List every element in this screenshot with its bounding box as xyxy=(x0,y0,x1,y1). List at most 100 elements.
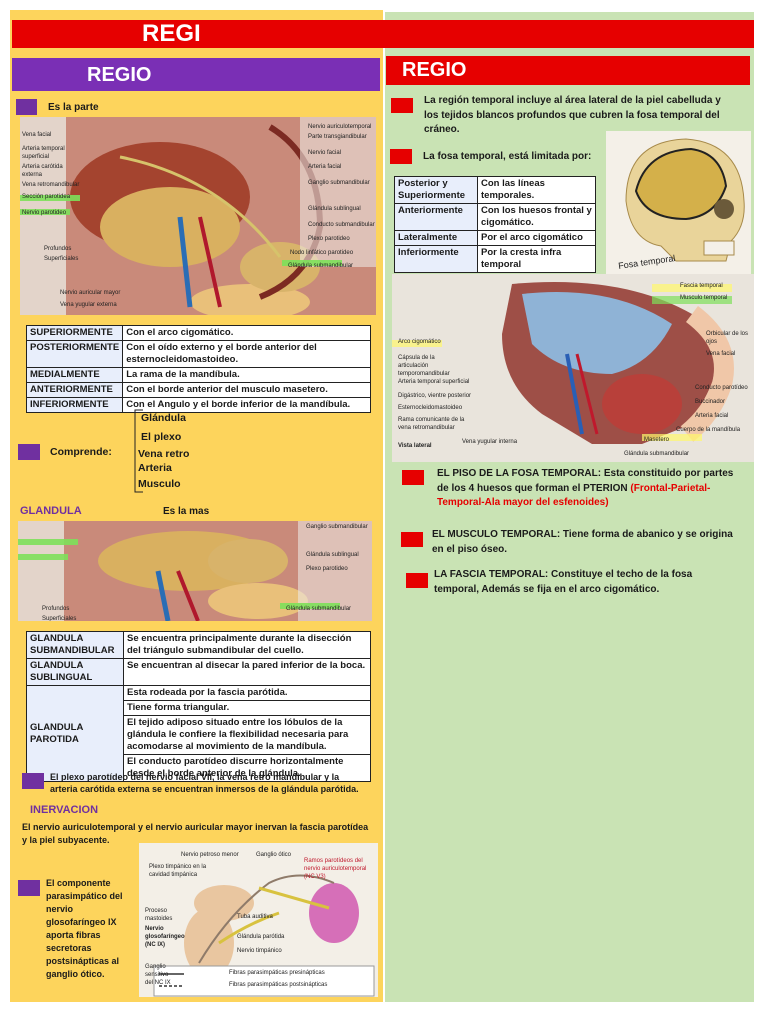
bullet-square xyxy=(406,573,428,588)
fig3-label: Tuba auditiva xyxy=(237,914,273,920)
es-la-parte-text: Es la parte xyxy=(48,102,99,113)
fig1-label: Nervio auricular mayor xyxy=(60,290,121,296)
fig4-label: Arteria temporal superficial xyxy=(398,379,470,385)
table-key: GLANDULA SUBLINGUAL xyxy=(26,658,124,686)
table-row: El tejido adiposo situado entre los lóbu… xyxy=(27,715,371,755)
parotid-region-figure: Vena facial Nervio auriculotemporal Part… xyxy=(20,117,376,315)
fig3-label: Glándula parótida xyxy=(237,934,285,940)
table-value: Con el arco cigomático. xyxy=(122,325,371,341)
bullet-square xyxy=(391,98,413,113)
fig4-label: Vena facial xyxy=(706,351,736,357)
bullet-square xyxy=(22,773,44,789)
inervacion-text: El nervio auriculotemporal y el nervio a… xyxy=(22,822,369,845)
fig1-label: Nervio parotideo xyxy=(22,210,67,216)
table-value: Con el Angulo y el borde inferior de la … xyxy=(122,397,371,413)
fig1-label: Nervio auriculotemporal xyxy=(308,124,372,130)
piso-red: (Frontal-Parietal-Temporal-Ala mayor del… xyxy=(437,482,711,509)
comprende-item: Glándula xyxy=(141,412,186,424)
fig4-label: Arco cigomático xyxy=(398,339,441,345)
fascia-text: LA FASCIA TEMPORAL: Constituye el techo … xyxy=(434,569,693,595)
right-banner-title: REGIO xyxy=(402,59,467,81)
main-banner: REGI xyxy=(12,20,754,48)
table-key: MEDIALMENTE xyxy=(25,367,124,383)
bracket-icon xyxy=(134,409,143,493)
table-key: Lateralmente xyxy=(394,230,478,246)
fig2-label: Plexo parotideo xyxy=(306,566,348,572)
bullet-square xyxy=(18,444,40,460)
fig4-label: Buccinador xyxy=(695,399,726,405)
fig4-label: Esternocleidomastoideo xyxy=(398,405,463,411)
comprende-label: Comprende: xyxy=(50,446,112,458)
fig2-label: Ganglio submandibular xyxy=(306,524,368,530)
table-value: Con las líneas temporales. xyxy=(477,176,596,204)
table-value: La rama de la mandíbula. xyxy=(122,367,371,383)
gland-figure: Ganglio submandibular Glándula sublingua… xyxy=(18,521,372,621)
fig1-label: Vena yugular externa xyxy=(60,302,117,308)
parotid-region-illustration xyxy=(20,117,376,315)
skull-figure: Fosa temporal xyxy=(606,131,751,276)
fig1-label: Glándula sublingual xyxy=(308,206,361,212)
fig1-label: Sección parotidea xyxy=(22,194,71,200)
fig1-label: Vena facial xyxy=(22,132,52,138)
fig2-label: Glándula submandibular xyxy=(286,606,352,612)
table-key: GLANDULA SUBMANDIBULAR xyxy=(26,631,124,659)
fig1-label: Arteria temporal superficial xyxy=(22,146,65,160)
fig4-label: Vista lateral xyxy=(398,443,432,449)
bullet-square xyxy=(401,532,423,547)
fig4-label: Vena yugular interna xyxy=(462,439,518,445)
comprende-item: El plexo xyxy=(141,431,182,443)
comprende-item: Arteria xyxy=(138,462,172,474)
piso-text: EL PISO DE LA FOSA TEMPORAL: Esta consti… xyxy=(437,467,739,511)
bullet-square xyxy=(18,880,40,896)
table-value: Se encuentran al disecar la pared inferi… xyxy=(123,658,371,686)
table-key: ANTERIORMENTE xyxy=(25,382,124,398)
table-row: El conducto parotídeo discurre horizonta… xyxy=(27,754,371,782)
plexo-text: El plexo parotídeo del nervio facial VII… xyxy=(50,772,359,794)
table-key: Anteriormente xyxy=(394,203,478,231)
innervation-figure: Nervio petroso menor Ganglio ótico Plexo… xyxy=(139,843,378,997)
fig3-label: Nervio petroso menor xyxy=(181,852,239,858)
table-key: INFERIORMENTE xyxy=(25,397,124,413)
fig3-label: Proceso mastoides xyxy=(145,908,173,922)
skull-illustration xyxy=(625,138,745,262)
fig4-label: Rama comunicante de la vena retromandibu… xyxy=(398,417,465,431)
table-value: Se encuentra principalmente durante la d… xyxy=(123,631,371,659)
fig4-label: Musculo temporal xyxy=(680,295,728,301)
limitada-text: La fosa temporal, está limitada por: xyxy=(423,151,592,162)
bullet-square xyxy=(390,149,412,164)
fig1-label: Ganglio submandibular xyxy=(308,180,370,186)
table-value: Con los huesos frontal y cigomático. xyxy=(477,203,596,231)
table-value: El conducto parotídeo discurre horizonta… xyxy=(123,754,371,782)
fig1-label: Nodo linfático parotideo xyxy=(290,250,354,256)
table-key: SUPERIORMENTE xyxy=(25,325,124,341)
fig1-label: Arteria carótida externa xyxy=(22,164,63,178)
comprende-item: Musculo xyxy=(138,478,181,490)
fig1-label: Plexo parotideo xyxy=(308,236,350,242)
fig3-label: Fibras parasimpáticas presinápticas xyxy=(229,970,325,976)
table-value: Con el oído externo y el borde anterior … xyxy=(122,340,371,368)
table-value: Esta rodeada por la fascia parótida. xyxy=(123,685,371,701)
fig3-label: Fibras parasimpáticas postsinápticas xyxy=(229,982,328,988)
temporal-region-illustration xyxy=(392,282,734,444)
fig1-label: Nervio facial xyxy=(308,150,342,156)
fig4-label: Glándula submandibular xyxy=(624,451,690,457)
fig3-label: Ganglio ótico xyxy=(256,852,292,858)
bullet-square xyxy=(16,99,37,115)
fig1-label: Vena retromandibular xyxy=(22,182,80,188)
table-value: Por el arco cigomático xyxy=(477,230,596,246)
fig4-label: Digástrico, vientre posterior xyxy=(398,393,472,399)
table-key: Posterior y Superiormente xyxy=(394,176,478,204)
fig3-label: Nervio glosofaríngeo (NC IX) xyxy=(145,926,185,948)
table-key: GLANDULA PAROTIDA xyxy=(26,685,124,782)
